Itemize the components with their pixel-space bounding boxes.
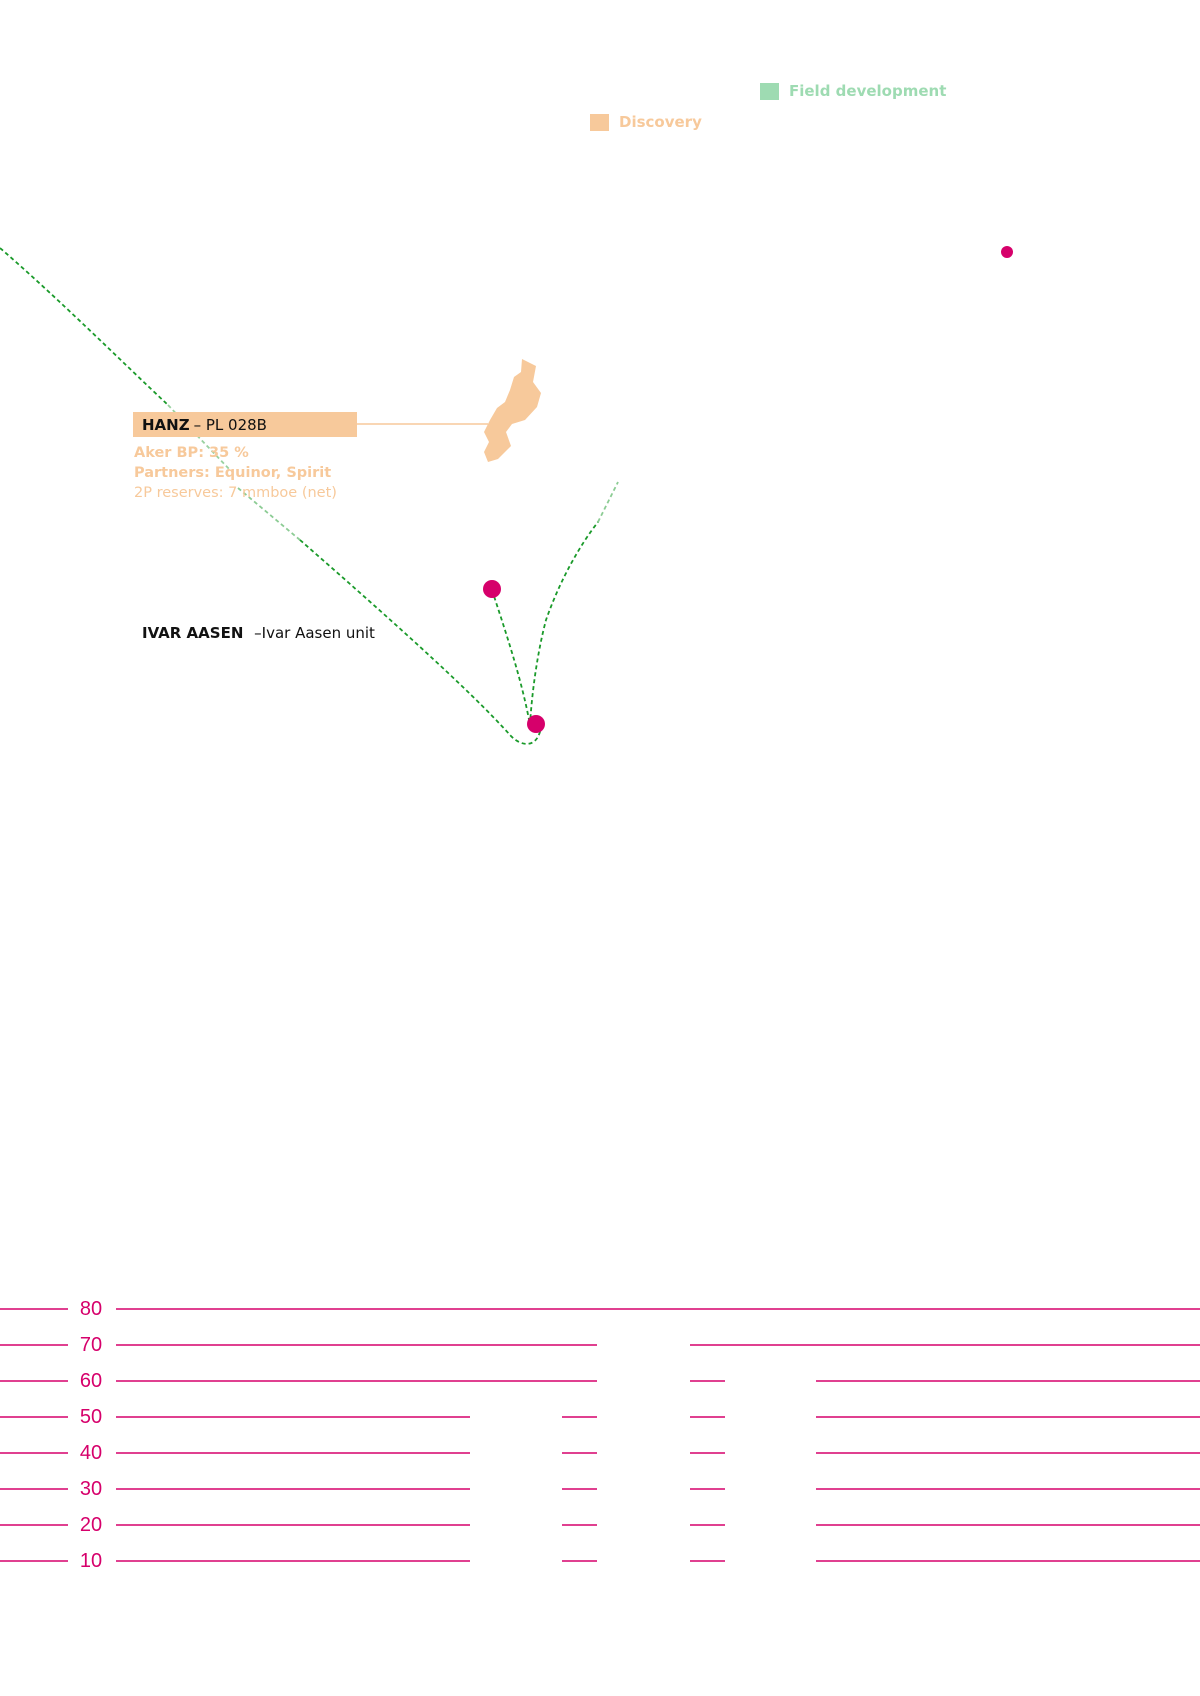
depth-label-50: 50 — [79, 1406, 103, 1428]
legend-item-field-development: Field development — [760, 82, 946, 100]
pipeline-southwest — [299, 539, 542, 745]
depth-label-70: 70 — [79, 1334, 103, 1356]
field-development-swatch — [760, 82, 779, 100]
hanz-info: Aker BP: 35 % Partners: Equinor, Spirit … — [134, 443, 337, 503]
depth-label-40: 40 — [79, 1442, 103, 1464]
depth-label-10: 10 — [79, 1550, 103, 1572]
well-dot-ivar-aasen — [527, 715, 545, 733]
hanz-partners: Partners: Equinor, Spirit — [134, 465, 332, 481]
hanz-title-box: HANZ – PL 028B — [133, 412, 357, 437]
legend-item-discovery: Discovery — [590, 113, 702, 131]
wells — [483, 246, 1013, 733]
depth-label-80: 80 — [79, 1298, 103, 1320]
discovery-swatch — [590, 113, 609, 131]
well-dot-ivar-aasen-north — [483, 580, 501, 598]
ivar-aasen-name: IVAR AASEN — [142, 624, 244, 642]
ivar-aasen-label: IVAR AASEN –Ivar Aasen unit — [142, 624, 375, 642]
pipeline-north-well — [491, 589, 531, 726]
hanz-reserves: 2P reserves: 7 mmboe (net) — [134, 485, 337, 501]
legend-label-discovery: Discovery — [619, 113, 702, 131]
depth-label-30: 30 — [79, 1478, 103, 1500]
ivar-aasen-unit: –Ivar Aasen unit — [254, 624, 375, 642]
hanz-name: HANZ — [142, 415, 190, 434]
hanz-ownership: Aker BP: 35 % — [134, 445, 249, 461]
hanz-discovery-outline — [484, 359, 541, 462]
legend-label-field-development: Field development — [789, 82, 947, 100]
well-dot-northeast — [1001, 246, 1013, 258]
depth-scale-lines — [0, 1308, 1200, 1562]
pipeline-northeast — [529, 521, 599, 726]
depth-label-60: 60 — [79, 1370, 103, 1392]
depth-label-20: 20 — [79, 1514, 103, 1536]
pipeline-northwest — [0, 247, 169, 406]
hanz-license: – PL 028B — [193, 415, 267, 434]
pipeline-northeast-faded — [597, 481, 619, 523]
